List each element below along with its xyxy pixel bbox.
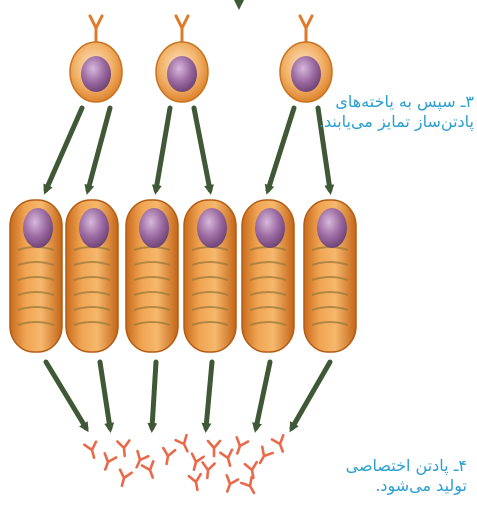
plasma-cells-group — [10, 200, 356, 352]
caption-step-3-line-2: پادتن‌ساز تمایز می‌یابند. — [319, 112, 474, 132]
b-cell — [70, 16, 122, 102]
antibody-icon — [232, 437, 248, 455]
arrow — [88, 108, 110, 190]
plasma-cell — [304, 200, 356, 352]
b-cell-nucleus — [167, 56, 197, 92]
antibody-icon — [176, 435, 193, 454]
antibodies-group — [84, 435, 288, 496]
b-cell-receptor — [300, 16, 312, 45]
arrow — [256, 362, 270, 428]
b-cell-receptor — [176, 16, 188, 45]
arrow — [292, 362, 330, 428]
antibody-icon — [116, 470, 131, 488]
b-cell-receptor — [90, 16, 102, 45]
b-cells-group — [70, 16, 332, 102]
plasma-cell — [126, 200, 178, 352]
arrow — [206, 362, 212, 428]
plasma-cell-nucleus — [197, 208, 227, 248]
b-cell — [156, 16, 208, 102]
plasma-cell-nucleus — [23, 208, 53, 248]
arrow — [152, 362, 156, 428]
antibody-icon — [222, 475, 238, 493]
antibody-icon — [272, 435, 288, 453]
arrow — [156, 108, 170, 190]
b-cell — [280, 16, 332, 102]
plasma-cell-nucleus — [79, 208, 109, 248]
arrow — [46, 108, 82, 190]
plasma-cell-nucleus — [139, 208, 169, 248]
plasma-cell — [10, 200, 62, 352]
antibody-icon — [201, 463, 214, 479]
antibody-icon — [142, 461, 158, 479]
plasma-cell-nucleus — [317, 208, 347, 248]
arrows-to-plasma-cells — [46, 108, 330, 190]
antibody-icon — [241, 477, 259, 496]
plasma-cell — [184, 200, 236, 352]
antibody-icon — [84, 442, 99, 460]
antibody-icon — [161, 448, 175, 465]
plasma-cell-nucleus — [255, 208, 285, 248]
caption-step-3: ۳ـ سپس به یاخته‌های پادتن‌ساز تمایز می‌ی… — [319, 92, 474, 132]
top-arrow-stub — [234, 0, 244, 10]
caption-step-4-line-2: تولید می‌شود. — [346, 476, 467, 496]
antibody-icon — [188, 454, 203, 472]
plasma-cell — [242, 200, 294, 352]
antibody-icon — [220, 450, 235, 468]
arrow — [268, 108, 294, 190]
plasma-cell — [66, 200, 118, 352]
arrow — [100, 362, 110, 428]
caption-step-3-line-1: ۳ـ سپس به یاخته‌های — [319, 92, 474, 112]
b-cell-nucleus — [81, 56, 111, 92]
antibody-icon — [208, 441, 220, 456]
caption-step-4-line-1: ۴ـ پادتن اختصاصی — [346, 456, 467, 476]
antibody-icon — [100, 453, 116, 471]
arrows-to-antibodies — [46, 362, 330, 428]
caption-step-4: ۴ـ پادتن اختصاصی تولید می‌شود. — [346, 456, 467, 496]
b-cell-nucleus — [291, 56, 321, 92]
antibody-icon — [189, 474, 203, 491]
antibody-icon — [117, 441, 130, 457]
arrow — [46, 362, 86, 428]
arrow — [194, 108, 210, 190]
